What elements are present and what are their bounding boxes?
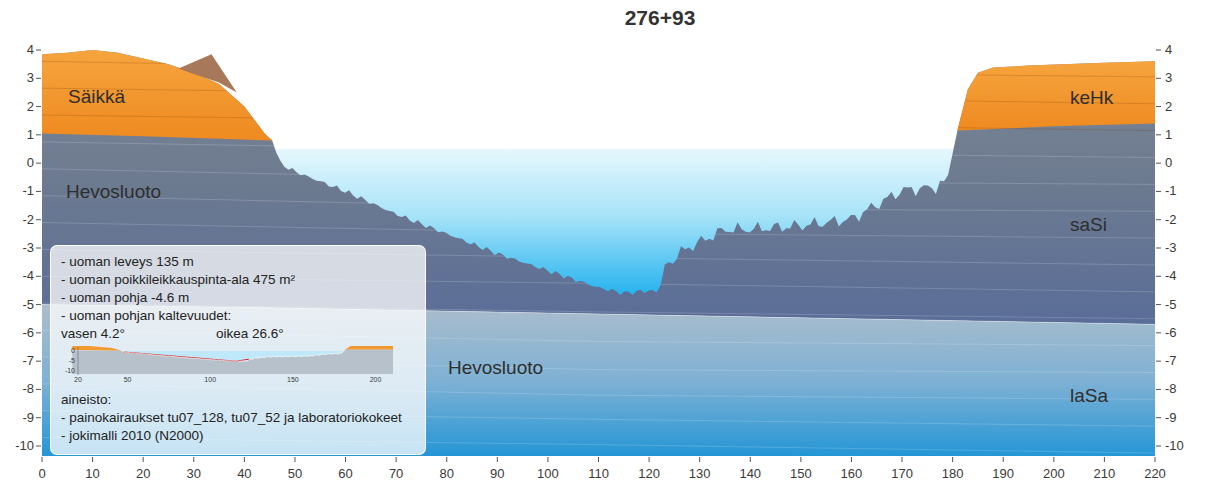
axis-value: 2	[1165, 99, 1172, 114]
silt-layer	[42, 50, 1155, 324]
info-text: - uoman poikkileikkauspinta-ala 475 m²	[61, 272, 295, 288]
axis-ticks	[36, 50, 1161, 462]
inset-axis-value: 20	[74, 376, 82, 384]
axis-value: -2	[1165, 212, 1177, 227]
layer-name: Säikkä	[68, 86, 125, 108]
axis-value: 140	[739, 467, 761, 482]
axis-value: -6	[1165, 325, 1177, 340]
axis-value: 80	[439, 467, 453, 482]
axis-value: 150	[790, 467, 812, 482]
axis-value: -3	[22, 241, 34, 256]
layer-name: Hevosluoto	[66, 181, 161, 203]
clay-layer	[958, 61, 1155, 130]
axis-value: 1	[1165, 127, 1172, 142]
axis-value: 70	[389, 467, 403, 482]
axis-value: 0	[1165, 156, 1172, 171]
axis-value: -1	[1165, 184, 1177, 199]
axis-value: 4	[1165, 43, 1172, 58]
layer-name: saSi	[1070, 214, 1107, 236]
axis-value: -10	[15, 439, 34, 454]
axis-value: 20	[136, 467, 150, 482]
axis-value: 110	[588, 467, 609, 482]
axis-value: 2	[27, 99, 34, 114]
inset-axis-value: 100	[204, 376, 216, 384]
axis-value: 3	[27, 71, 34, 86]
info-text: oikea 26.6°	[216, 326, 284, 342]
axis-value: -8	[1165, 382, 1177, 397]
axis-value: 160	[841, 467, 863, 482]
axis-value: 170	[891, 467, 913, 482]
axis-value: 40	[237, 467, 251, 482]
axis-value: -5	[22, 297, 34, 312]
inset-axis-value: -10	[65, 367, 75, 375]
axis-value: 0	[38, 467, 45, 482]
inset-axis-value: 0	[71, 347, 75, 355]
info-text: - uoman pohjan kaltevuudet:	[61, 308, 231, 324]
axis-value: 200	[1043, 467, 1065, 482]
axis-value: 60	[338, 467, 352, 482]
axis-value: -5	[1165, 297, 1177, 312]
axis-value: 50	[288, 467, 302, 482]
axis-value: 0	[27, 156, 34, 171]
info-text: - uoman leveys 135 m	[61, 254, 194, 270]
axis-value: -1	[22, 184, 34, 199]
info-text: - uoman pohja -4.6 m	[61, 290, 189, 306]
section-title: 276+93	[625, 6, 696, 30]
inset-axis-value: 200	[370, 376, 382, 384]
axis-value: -4	[22, 269, 34, 284]
axis-value: 3	[1165, 71, 1172, 86]
axis-value: 90	[490, 467, 504, 482]
axis-value: -2	[22, 212, 34, 227]
axis-value: -4	[1165, 269, 1177, 284]
axis-value: 220	[1144, 467, 1166, 482]
inset-section	[63, 346, 408, 376]
layer-name: Hevosluoto	[448, 357, 543, 379]
info-text: vasen 4.2°	[61, 326, 125, 342]
axis-value: -3	[1165, 241, 1177, 256]
strata-lines	[42, 61, 1155, 480]
axis-value: -9	[22, 410, 34, 425]
axis-value: 130	[689, 467, 711, 482]
axis-value: 10	[85, 467, 99, 482]
axis-value: 100	[537, 467, 559, 482]
inset-axis-value: 50	[124, 376, 132, 384]
inset-axis-value: 150	[287, 376, 299, 384]
inset-axis-value: -5	[69, 357, 75, 365]
axis-value: 30	[187, 467, 201, 482]
axis-value: -7	[1165, 354, 1177, 369]
layer-name: laSa	[1070, 385, 1108, 407]
info-text: - jokimalli 2010 (N2000)	[61, 428, 204, 444]
axis-value: 4	[27, 43, 34, 58]
axis-value: 1	[27, 127, 34, 142]
axis-value: -7	[22, 354, 34, 369]
bank-fill	[179, 54, 237, 92]
layer-name: keHk	[1070, 87, 1113, 109]
axis-value: -9	[1165, 410, 1177, 425]
source-heading: aineisto:	[61, 392, 111, 408]
axis-value: -10	[1165, 439, 1184, 454]
axis-value: -8	[22, 382, 34, 397]
axis-value: 210	[1094, 467, 1116, 482]
info-box: - uoman leveys 135 m - uoman poikkileikka…	[50, 245, 426, 455]
axis-value: 180	[942, 467, 964, 482]
info-text: - painokairaukset tu07_128, tu07_52 ja l…	[61, 410, 402, 426]
axis-value: -6	[22, 325, 34, 340]
axis-value: 120	[638, 467, 660, 482]
axis-value: 190	[992, 467, 1014, 482]
